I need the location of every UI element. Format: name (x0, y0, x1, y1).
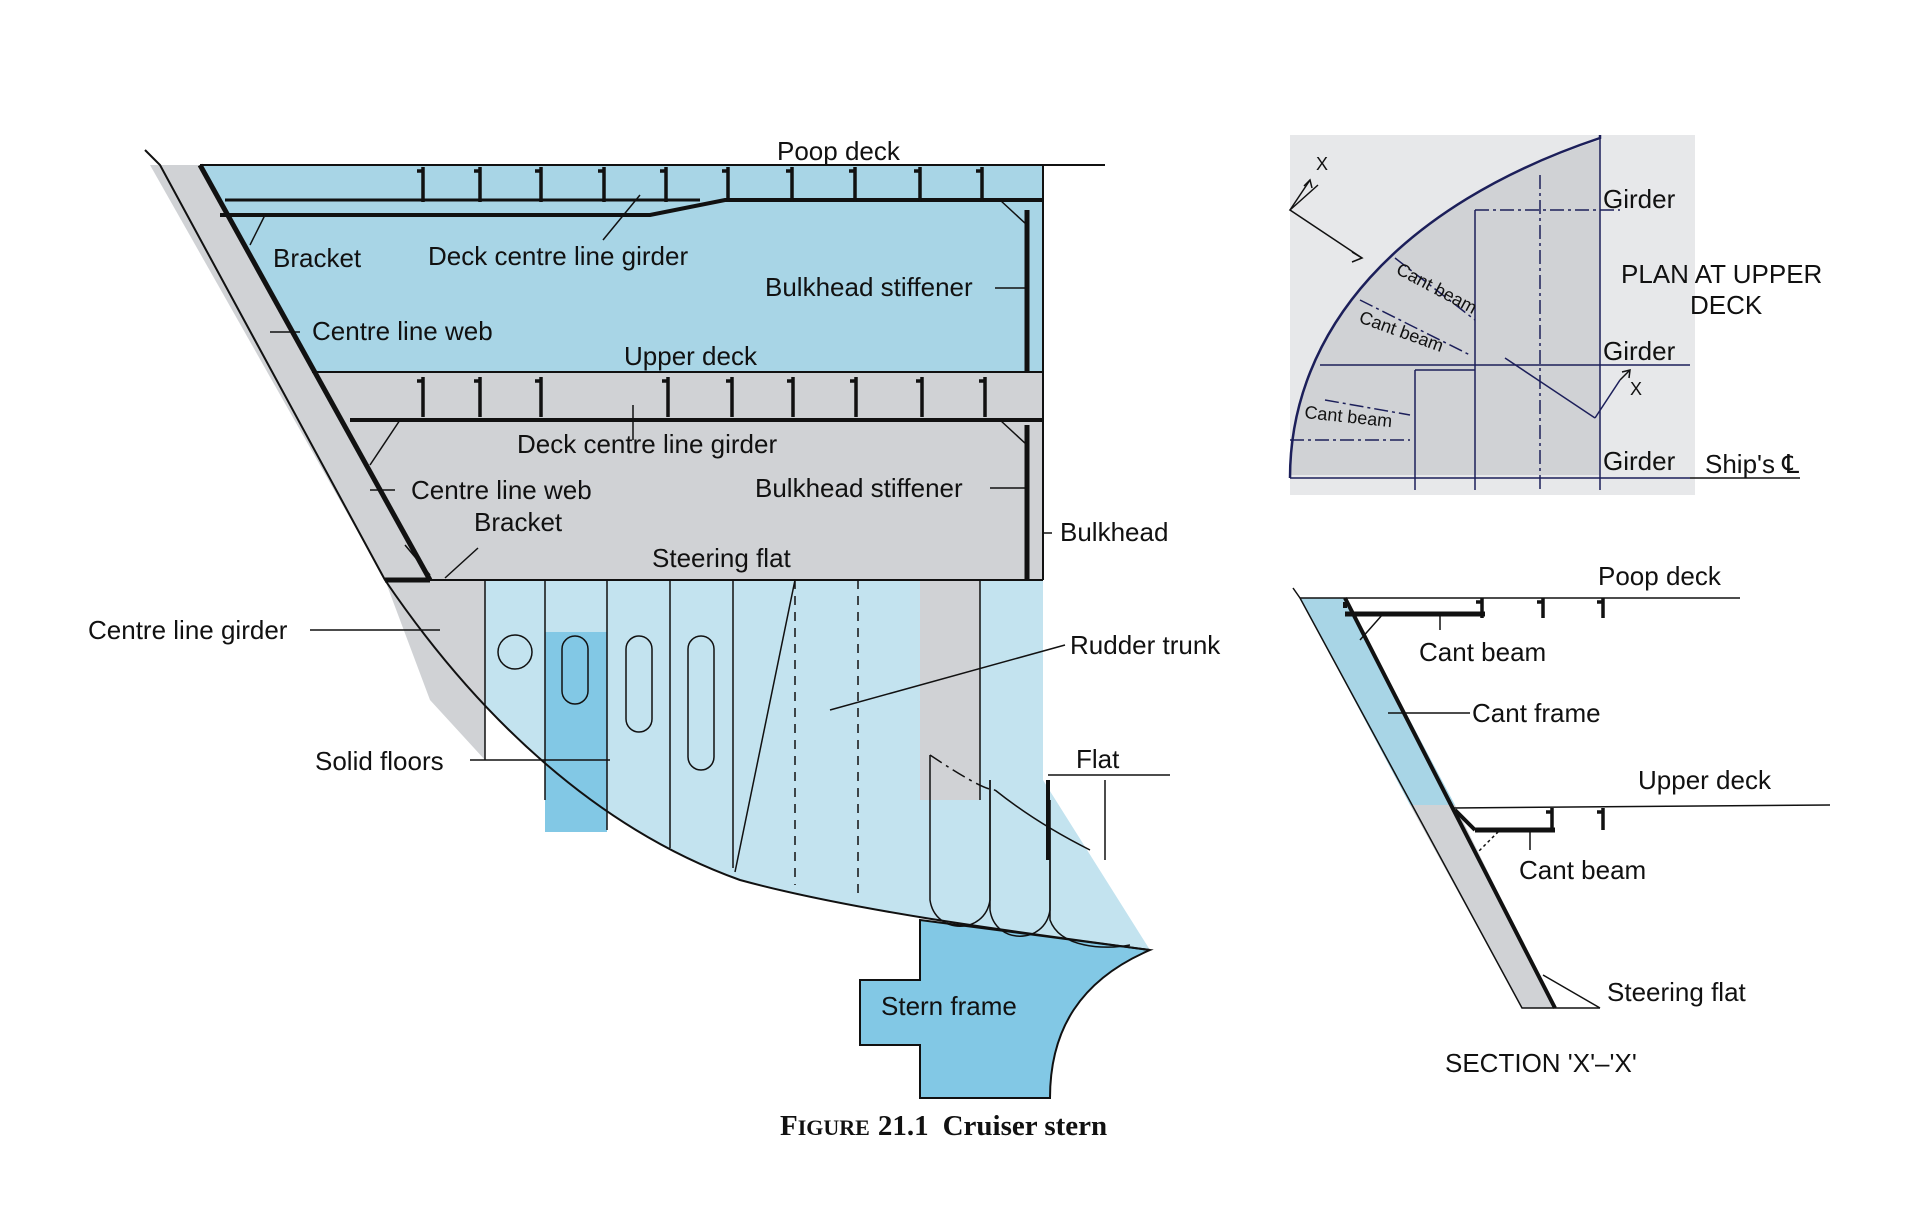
centre-line-girder-region (385, 580, 485, 760)
label-stern-frame: Stern frame (881, 991, 1017, 1021)
upper-deck-beam-4 (662, 377, 670, 417)
stern-frame-shape (859, 918, 1154, 1099)
plan-hull-curve (1288, 135, 1602, 479)
section-markers (1288, 178, 1631, 381)
centre-line-web-bar (197, 163, 433, 582)
section-leaders (1388, 615, 1601, 1009)
plan-marker-top: X (1316, 154, 1328, 174)
poop-deck-beam-3 (535, 167, 543, 202)
upper-deck-beam-2 (474, 377, 482, 417)
main-view: Poop deck Bracket Deck centre line girde… (88, 136, 1221, 1099)
label-centre-line-web-mid: Centre line web (411, 475, 592, 505)
steering-flat-compartment (340, 420, 1043, 580)
section-label-steering-flat: Steering flat (1607, 977, 1747, 1007)
section-beams (1476, 598, 1605, 830)
section-label-cant-frame: Cant frame (1472, 698, 1601, 728)
upper-deck-beam-1 (417, 377, 425, 417)
label-poop-deck: Poop deck (777, 136, 901, 166)
label-solid-floors: Solid floors (315, 746, 444, 776)
caption-figure-small: IGURE (798, 1115, 870, 1140)
section-view: Poop deck Cant beam Cant frame Upper dec… (1292, 561, 1831, 1078)
label-deck-centre-line-girder-mid: Deck centre line girder (517, 429, 777, 459)
section-title: SECTION 'X'–'X' (1445, 1048, 1637, 1078)
upper-deck-beam-7 (850, 377, 858, 417)
label-centre-line-web-top: Centre line web (312, 316, 493, 346)
poop-deck-beam-1 (417, 167, 425, 202)
lightening-holes (497, 634, 715, 771)
section-upper-beam-2 (1597, 808, 1605, 830)
section-poop-beam-2 (1537, 598, 1545, 618)
section-label-cant-beam-top: Cant beam (1419, 637, 1546, 667)
upper-deck-beam-3 (535, 377, 543, 417)
poop-deck-beam-10 (976, 167, 984, 202)
poop-deck-beam-2 (474, 167, 482, 202)
section-lower-shell (1410, 805, 1555, 1008)
rudder-trunk-region (920, 580, 980, 800)
section-upper-beam-1 (1546, 808, 1554, 830)
label-bracket-mid: Bracket (474, 507, 563, 537)
section-poop-beam-1 (1476, 598, 1484, 618)
plan-marker-right: X (1630, 379, 1642, 399)
plan-view: X X PLAN AT UPPER DECK Girder Girder Gir… (1288, 135, 1822, 495)
caption-figure-big: F (780, 1110, 798, 1142)
section-label-poop-deck: Poop deck (1598, 561, 1722, 591)
label-flat: Flat (1076, 744, 1120, 774)
section-label-upper-deck: Upper deck (1638, 765, 1772, 795)
poop-girder-line (220, 198, 1043, 217)
poop-deck-beam-6 (722, 167, 730, 202)
upper-deck-beam-8 (916, 377, 924, 417)
label-deck-centre-line-girder-top: Deck centre line girder (428, 241, 688, 271)
poop-deck-beam-9 (914, 167, 922, 202)
poop-deck-beam-8 (849, 167, 857, 202)
label-centre-line-girder: Centre line girder (88, 615, 288, 645)
section-poop-beam-3 (1597, 598, 1605, 618)
label-upper-deck: Upper deck (624, 341, 758, 371)
plan-title-line1: PLAN AT UPPER (1621, 259, 1822, 289)
poop-deck-beams (417, 167, 984, 202)
upper-deck-band (312, 372, 1043, 420)
label-bulkhead-stiffener-mid: Bulkhead stiffener (755, 473, 963, 503)
upper-deck-beam-5 (726, 377, 734, 417)
label-rudder-trunk: Rudder trunk (1070, 630, 1221, 660)
figure-caption: FIGURE 21.1 Cruiser stern (780, 1110, 1107, 1142)
brackets (249, 199, 1028, 576)
hull-outline (144, 149, 1151, 951)
plan-ships-centreline: Ship's ℄ (1705, 449, 1799, 479)
caption-number: 21.1 (878, 1110, 929, 1142)
solid-floor-highlight (545, 632, 607, 832)
upper-deck-beam-9 (979, 377, 987, 417)
plan-girder-1: Girder (1603, 184, 1676, 214)
section-lines (1292, 587, 1831, 1009)
plan-lines (1290, 135, 1690, 490)
upper-deck-beams (417, 377, 987, 417)
label-steering-flat: Steering flat (652, 543, 792, 573)
plan-deck-shape (1290, 140, 1600, 475)
label-bracket-top: Bracket (273, 243, 362, 273)
plan-girder-2: Girder (1603, 336, 1676, 366)
plan-girder-3: Girder (1603, 446, 1676, 476)
poop-deck-beam-5 (660, 167, 668, 202)
flat-frames (929, 754, 1170, 948)
label-bulkhead-stiffener-top: Bulkhead stiffener (765, 272, 973, 302)
label-bulkhead: Bulkhead (1060, 517, 1168, 547)
section-label-cant-beam-bottom: Cant beam (1519, 855, 1646, 885)
section-upper-shell (1300, 598, 1455, 805)
lower-stern-body (385, 580, 1150, 950)
upper-deck-beam-6 (787, 377, 795, 417)
caption-title: Cruiser stern (943, 1110, 1108, 1142)
poop-deck-beam-7 (786, 167, 794, 202)
solid-floors (484, 579, 981, 898)
poop-deck-beam-4 (598, 167, 606, 202)
plan-title-line2: DECK (1690, 290, 1763, 320)
